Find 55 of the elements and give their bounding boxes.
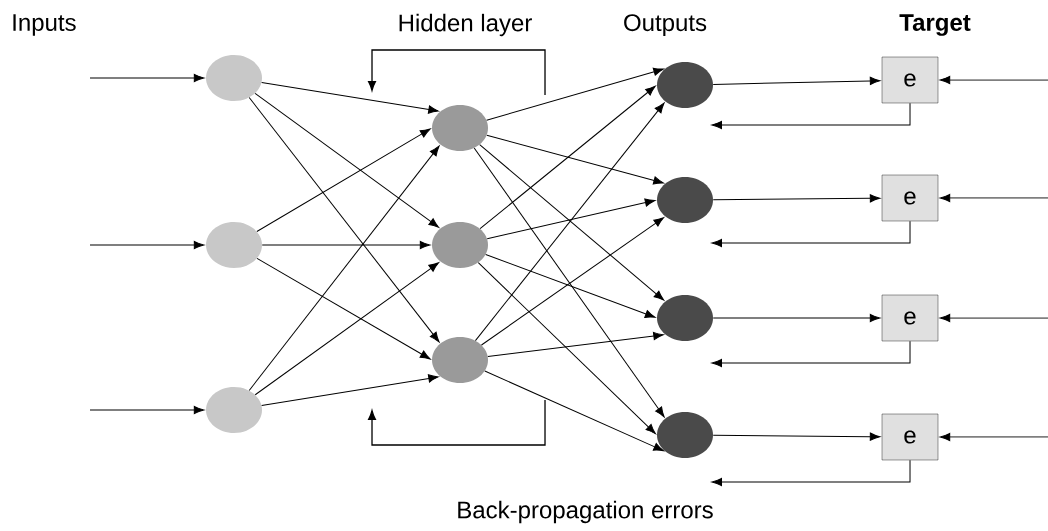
arrow [939,75,1048,85]
arrow [89,240,205,250]
arrow [248,145,440,391]
circle-node [206,222,262,268]
arrow [711,102,911,130]
arrow [254,92,440,228]
layer-label: Hidden layer [399,13,532,37]
circle-node [432,222,488,268]
arrow [477,262,656,435]
arrow [711,340,911,368]
arrow [256,128,431,232]
error-box: e [881,56,939,104]
circle-node [432,337,488,383]
error-box: e [881,413,939,461]
arrow [261,240,431,250]
arrow [939,313,1048,323]
arrow [479,144,665,301]
arrow [711,220,911,248]
arrow [479,85,656,230]
arrow [487,331,664,358]
circle-node [206,387,262,433]
circle-node [432,105,488,151]
circle-node [206,55,262,101]
layer-label: Target [899,14,971,36]
arrow [711,459,911,487]
circle-node [657,177,713,223]
arrow [256,257,431,360]
arrow [481,217,665,346]
error-box: e [881,294,939,342]
layer-label: Outputs [624,14,707,36]
circle-node [657,295,713,341]
circle-node [657,62,713,108]
arrow [261,82,439,114]
arrow [485,254,656,318]
arrow [939,432,1048,442]
arrow [254,262,440,396]
arrow [248,97,440,343]
arrow [712,194,881,203]
arrow [473,147,665,418]
arrow [712,313,881,323]
arrow [939,193,1048,203]
arrow [712,432,881,441]
error-box: e [881,174,939,222]
arrow [484,370,664,452]
arrow [486,134,664,185]
arrow [486,67,664,121]
layer-label: Inputs [13,14,76,36]
arrow [474,102,665,342]
layer-label: Back-propagation errors [458,500,713,524]
arrow [261,374,439,406]
arrow [89,73,205,83]
circle-node [657,412,713,458]
arrow [486,198,656,240]
arrow [89,405,205,415]
arrow [712,76,881,85]
